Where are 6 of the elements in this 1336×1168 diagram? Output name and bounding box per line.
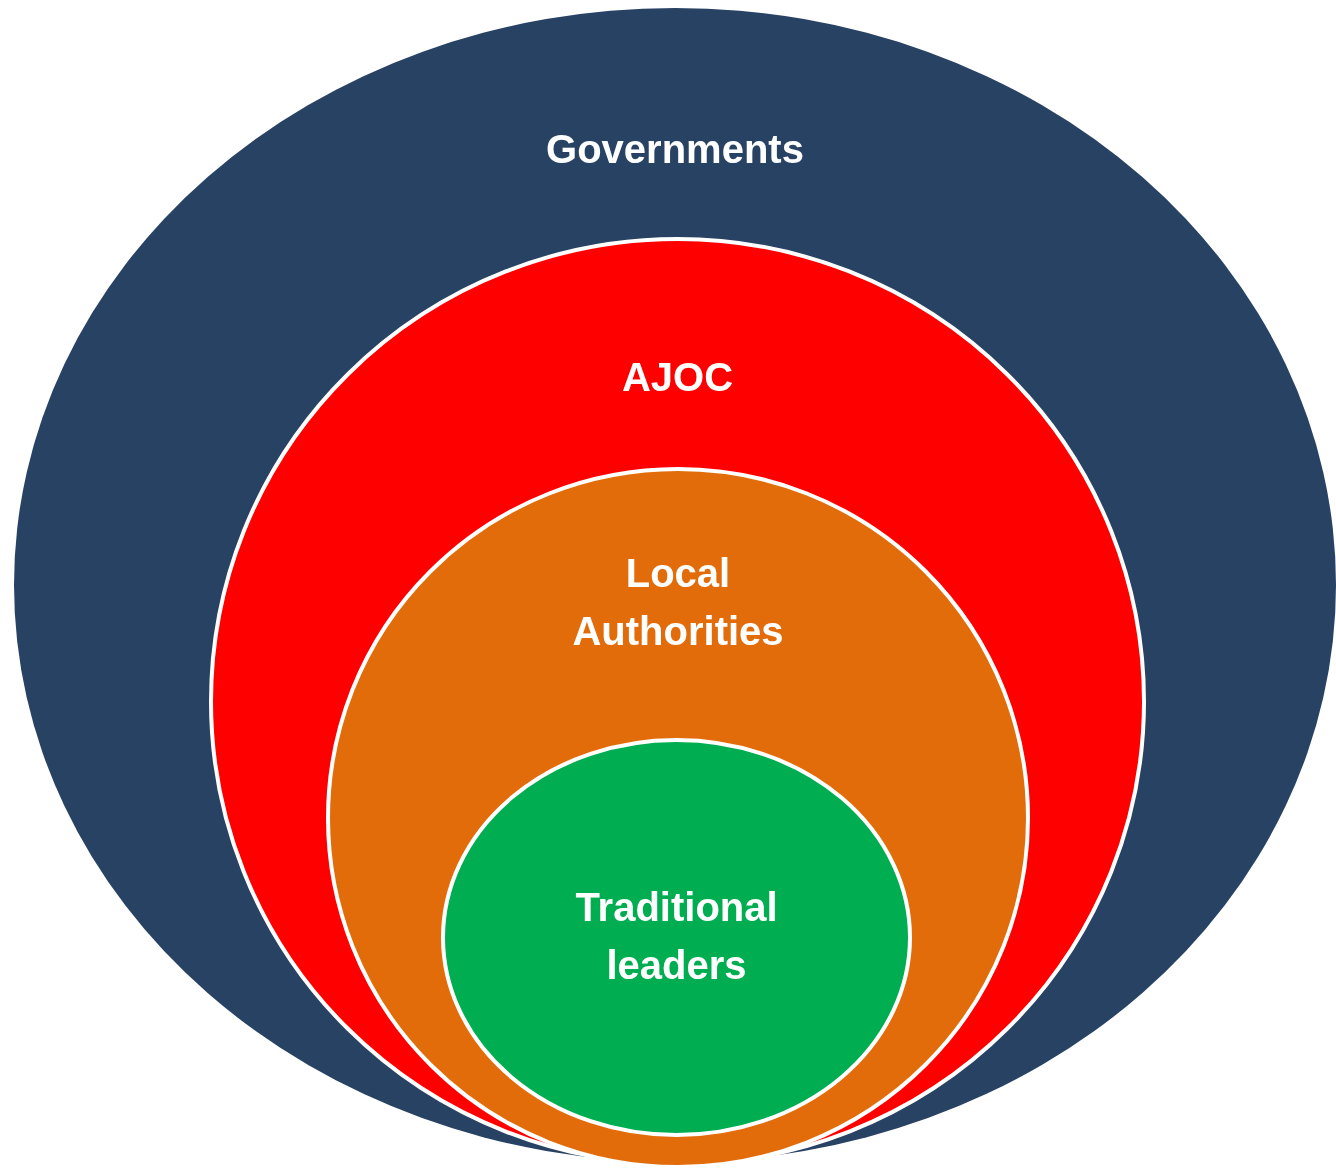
region-label: AJOC xyxy=(620,354,735,401)
ellipse-region xyxy=(328,469,1028,1167)
region-label: Traditional leaders xyxy=(574,884,779,989)
region-label: Local Authorities xyxy=(571,550,785,655)
region-label: Governments xyxy=(545,126,805,173)
ellipse-region xyxy=(443,740,910,1135)
